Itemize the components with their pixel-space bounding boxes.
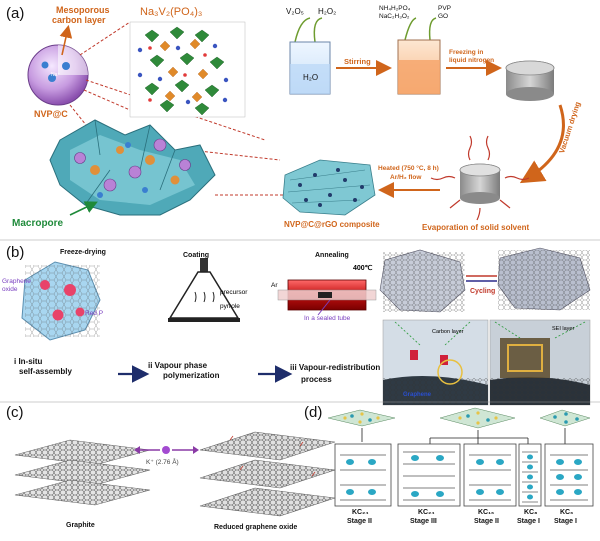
composite-label: NVP@C@rGO composite xyxy=(284,220,380,229)
beaker-2 xyxy=(397,17,441,95)
ar-label: Ar xyxy=(271,282,278,289)
heated-label-1: Heated (750 °C, 8 h) xyxy=(378,165,439,172)
beaker-1 xyxy=(289,17,331,95)
reagent-go: GO xyxy=(438,13,449,20)
coating-title: Coating xyxy=(183,252,210,259)
k-ion-label: K⁺ (2.76 Å) xyxy=(146,459,179,466)
panel-label-c: (c) xyxy=(6,404,24,421)
carbon-layer-label: Carbon layer xyxy=(432,329,464,335)
evaporation-label: Evaporation of solid solvent xyxy=(422,223,530,232)
composite-structure xyxy=(282,159,376,216)
sphere-ion-label: Na⁺ xyxy=(51,72,61,78)
stage-3-name: Stage II xyxy=(474,518,499,525)
mesoporous-label-2: carbon layer xyxy=(52,15,106,25)
top-layer-right xyxy=(539,409,591,427)
stage-4-name: Stage I xyxy=(517,518,540,525)
temperature-label: 400℃ xyxy=(353,265,373,272)
sei-layer-label: SEI layer xyxy=(552,326,575,332)
graphite-stack xyxy=(14,439,151,506)
freeze-drying-title: Freeze-drying xyxy=(60,249,106,256)
annealing-furnace xyxy=(277,279,377,316)
step-ii-label-1: ii Vapour phase xyxy=(148,361,208,370)
reagent-h2o2: H₂O₂ xyxy=(318,7,337,16)
stage-boxes xyxy=(334,443,594,507)
reagent-v2o5: V₂O₅ xyxy=(286,7,304,16)
graphite-label: Graphite xyxy=(66,522,95,529)
step-i-label-1: i In-situ xyxy=(14,357,43,366)
graphene-oxide-label-2: oxide xyxy=(2,286,18,293)
pyrrole-label: pyrrole xyxy=(220,303,240,310)
top-layer-center xyxy=(439,407,516,429)
stage-5-compound: KC₆ xyxy=(560,509,574,516)
stage-3-compound: KC₁₆ xyxy=(478,509,495,516)
panel-label-b: (b) xyxy=(6,244,25,261)
rgo-label: Reduced graphene oxide xyxy=(214,524,298,531)
panel-d-graphics xyxy=(327,407,594,507)
stage-2-name: Stage III xyxy=(410,518,437,525)
macropore-label: Macropore xyxy=(12,218,64,229)
sealed-tube-label: In a sealed tube xyxy=(304,315,351,322)
stage-4-compound: KC₈ xyxy=(524,509,538,516)
reagent-nh4h2po4: NH₄H₂PO₄ xyxy=(379,5,411,12)
step-iii-label-2: process xyxy=(301,375,332,384)
beaker-water-label: H₂O xyxy=(303,73,319,82)
k-ion xyxy=(162,446,170,454)
stage-1-name: Stage II xyxy=(347,518,372,525)
annealing-title: Annealing xyxy=(315,252,349,259)
top-layer-left xyxy=(327,409,396,427)
graphene-oxide-label-1: Graphene xyxy=(2,278,31,285)
panel-c-graphics xyxy=(14,431,336,517)
freezing-label-1: Freezing in xyxy=(449,49,484,56)
graphene-label: Graphene xyxy=(403,392,432,398)
nvp-c-label: NVP@C xyxy=(34,109,68,119)
reagent-nac2h3o2: NaC₂H₃O₂ xyxy=(379,13,410,20)
panel-a-graphics xyxy=(27,17,565,221)
precursor-label: precursor xyxy=(220,289,248,296)
step-i-label-2: self-assembly xyxy=(19,367,72,376)
panel-label-d: (d) xyxy=(304,404,323,421)
evaporation-cylinder xyxy=(430,135,530,221)
step-ii-label-2: polymerization xyxy=(163,371,220,380)
panel-b-graphics xyxy=(21,247,591,406)
stage-5-name: Stage I xyxy=(554,518,577,525)
stage-1-compound: KC₂₄ xyxy=(352,509,369,516)
cycling-structures xyxy=(379,247,591,313)
step-iii-label: iii Vapour-redistribution xyxy=(290,363,381,372)
crystal-formula: Na₃V₂(PO₄)₃ xyxy=(140,6,203,18)
red-p-label: Red P xyxy=(85,310,104,317)
heated-label-2: Ar/H₂ flow xyxy=(390,174,422,181)
mesoporous-label-1: Mesoporous xyxy=(56,5,110,15)
freezing-label-2: liquid nitrogen xyxy=(449,57,495,64)
panel-label-a: (a) xyxy=(6,5,25,22)
coating-flask xyxy=(168,258,240,322)
macropore-structure xyxy=(49,119,216,216)
stage-2-compound: KC₂₄ xyxy=(418,509,435,516)
frozen-cylinder xyxy=(505,60,555,101)
battery-details xyxy=(382,319,591,406)
stirring-label: Stirring xyxy=(344,57,371,66)
cycling-label: Cycling xyxy=(470,288,496,295)
rgo-stack xyxy=(199,431,336,517)
crystal-structure xyxy=(129,21,246,118)
reagent-pvp: PVP xyxy=(438,5,452,12)
